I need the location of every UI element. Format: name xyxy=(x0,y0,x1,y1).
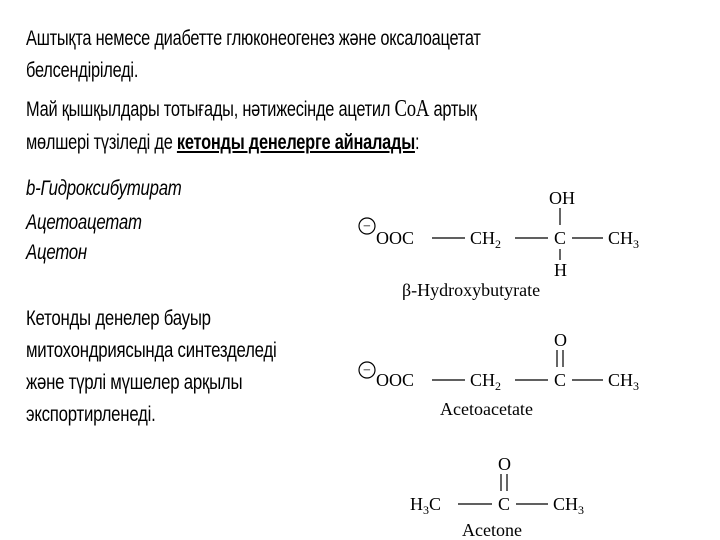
paragraph-3-line-4: экспортирленеді. xyxy=(26,403,156,426)
paragraph-1-line-2: белсендіріледі. xyxy=(26,59,139,82)
paragraph-2-line-2-suffix: : xyxy=(414,131,420,154)
ch2-group: CH2 xyxy=(470,370,501,393)
paragraph-2-line-1-prefix: Май қышқылдары тотығады, нәтижесінде аце… xyxy=(26,98,395,121)
ooc-group: OOC xyxy=(376,370,414,390)
ketone-list-item-hydroxybutyrate: b-Гидроксибутират xyxy=(26,177,182,200)
paragraph-3-line-2: митохондриясында синтезделеді xyxy=(26,339,277,362)
paragraph-1-line-1: Аштықта немесе диабетте глюконеогенез жә… xyxy=(26,27,481,50)
negative-charge-sign: − xyxy=(363,220,371,235)
negative-charge-circle xyxy=(358,217,376,235)
acetone-structure: O H3C C CH3 Acetone xyxy=(410,454,584,540)
hydroxybutyrate-label: β-Hydroxybutyrate xyxy=(402,280,540,300)
ketone-list-item-acetone: Ацетон xyxy=(26,241,87,264)
hydroxybutyrate-structure: − OOC CH2 C CH3 OH H β-Hydroxybutyrate xyxy=(358,188,639,300)
paragraph-2-line-1: Май қышқылдары тотығады, нәтижесінде аце… xyxy=(26,96,477,123)
negative-charge-sign: − xyxy=(363,364,371,379)
paragraph-2-line-1-suffix: артық xyxy=(429,98,477,121)
ch2-group: CH2 xyxy=(470,228,501,251)
carbonyl-carbon: C xyxy=(554,370,566,390)
oxygen-atom: O xyxy=(498,454,511,474)
acetone-label: Acetone xyxy=(462,520,522,540)
paragraph-2-line-2: мөлшері түзіледі де кетонды денелерге ай… xyxy=(26,130,419,156)
acetoacetate-label: Acetoacetate xyxy=(440,399,533,419)
negative-charge-circle xyxy=(358,361,376,379)
paragraph-3-line-3: және түрлі мүшелер арқылы xyxy=(26,371,243,394)
ooc-group: OOC xyxy=(376,228,414,248)
carbonyl-carbon: C xyxy=(498,494,510,514)
ch3-group: CH3 xyxy=(608,370,639,393)
h3c-group: H3C xyxy=(410,494,441,517)
paragraph-2-line-2-prefix: мөлшері түзіледі де xyxy=(26,131,177,154)
emphasis-ketone-bodies: кетонды денелерге айналады xyxy=(176,131,415,154)
h-group: H xyxy=(554,260,567,280)
ch3-group: CH3 xyxy=(553,494,584,517)
oxygen-atom: O xyxy=(554,330,567,350)
paragraph-3-line-1: Кетонды денелер бауыр xyxy=(26,307,211,330)
central-carbon: C xyxy=(554,228,566,248)
ketone-list-item-acetoacetate: Ацетоацетат xyxy=(26,211,142,234)
ch3-group: CH3 xyxy=(608,228,639,251)
acetoacetate-structure: − OOC CH2 C CH3 O Acetoacetate xyxy=(358,330,639,419)
coa-text: CoA xyxy=(394,96,430,122)
oh-group: OH xyxy=(549,188,575,208)
